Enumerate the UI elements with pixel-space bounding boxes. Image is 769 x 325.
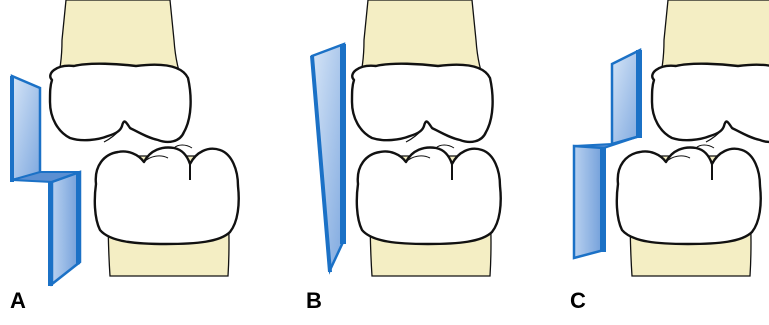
upper-tooth-icon	[352, 0, 493, 142]
lower-tooth-icon	[617, 145, 761, 276]
panel-label-b: B	[306, 290, 322, 312]
panel-label-c: C	[570, 290, 586, 312]
lower-tooth-icon	[357, 145, 501, 276]
panel-a	[10, 0, 239, 286]
upper-tooth-icon	[652, 0, 769, 142]
panel-label-a: A	[10, 290, 26, 312]
upper-tooth-icon	[50, 0, 191, 142]
lower-tooth-icon	[95, 145, 239, 276]
panel-c	[574, 0, 769, 276]
flat-plate-icon	[310, 44, 346, 272]
panel-b	[310, 0, 501, 276]
